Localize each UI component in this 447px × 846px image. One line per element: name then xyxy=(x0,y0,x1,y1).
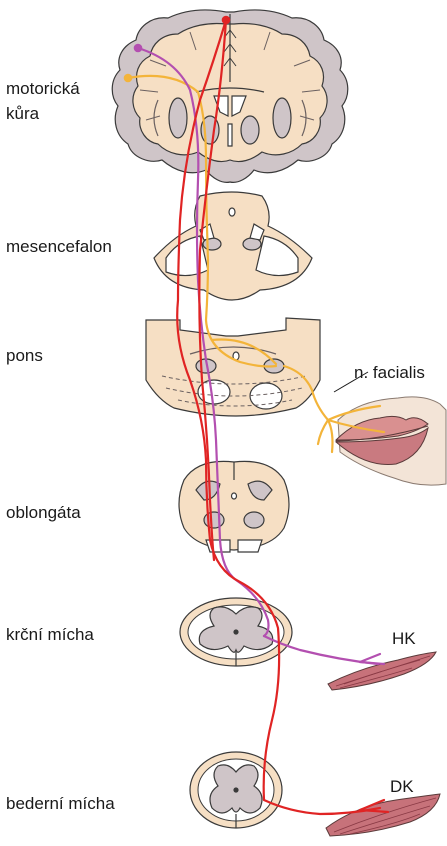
facial-nerve-leader-line xyxy=(334,372,368,392)
cervical-nerve-fan-2 xyxy=(360,662,384,664)
oblongata-central-canal xyxy=(232,493,237,499)
lumbar-motor-nerve xyxy=(264,800,380,814)
upper-limb-muscle xyxy=(328,652,436,690)
putamen-right xyxy=(273,98,291,138)
lips-illustration xyxy=(336,397,446,485)
corticobulbar-origin xyxy=(125,75,131,81)
cervical-cord-section xyxy=(180,598,292,666)
cervical-central-canal xyxy=(234,630,238,634)
lumbar-tract-origin xyxy=(223,17,229,23)
pons-section xyxy=(146,318,320,416)
brain-section xyxy=(112,10,348,182)
facial-nerve-branch-4 xyxy=(318,420,328,444)
third-ventricle xyxy=(228,124,232,146)
aqueduct xyxy=(229,208,235,216)
putamen-left xyxy=(169,98,187,138)
lumbar-central-canal xyxy=(234,788,238,792)
oblongata-section xyxy=(179,461,289,552)
pons-outline xyxy=(146,318,320,416)
cervical-tract-origin xyxy=(135,45,141,51)
oblongata-nucleus-right xyxy=(244,512,264,528)
thalamus-right xyxy=(241,116,259,144)
cervical-nerve-fan-1 xyxy=(360,654,380,662)
lumbar-cord-section xyxy=(190,752,282,828)
facial-nerve-branch-3 xyxy=(328,420,333,452)
pyramid-right xyxy=(238,540,262,552)
